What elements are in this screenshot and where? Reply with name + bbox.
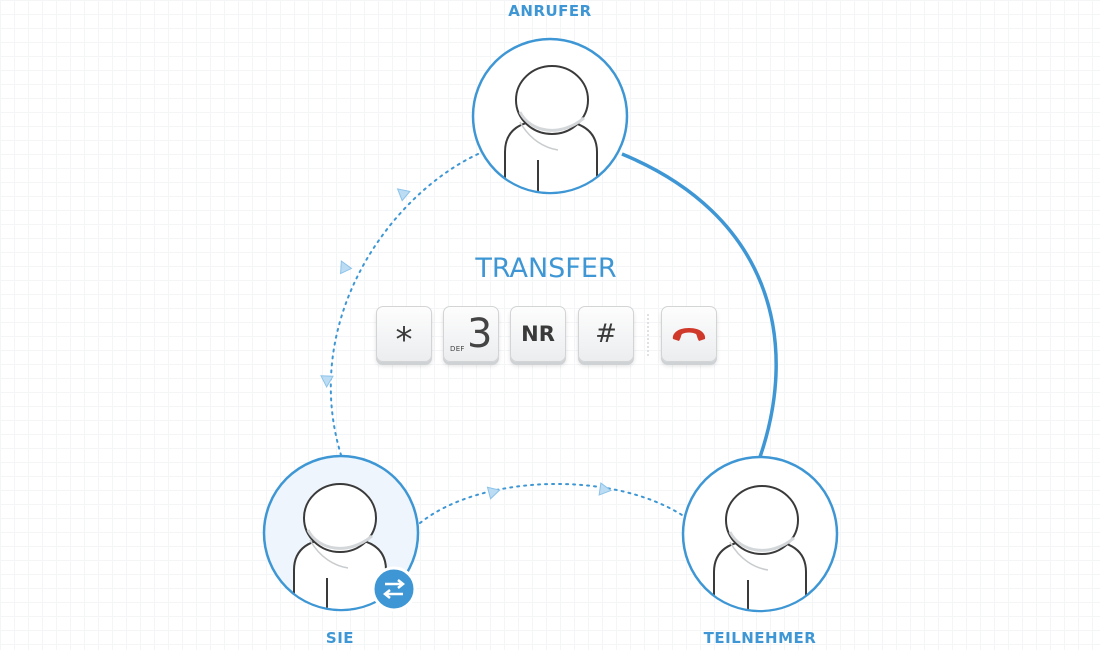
- three-key-sublabel: DEF: [450, 345, 465, 353]
- participant-label: TEILNEHMER: [703, 629, 817, 647]
- arrow-marker-5: [598, 482, 612, 496]
- key-separator: [647, 314, 649, 356]
- connection-caller-you: [329, 153, 479, 456]
- caller-node: [471, 37, 629, 195]
- three-key-label: 3: [467, 311, 493, 357]
- number-key: NR: [510, 306, 566, 362]
- star-key-label: *: [395, 320, 413, 360]
- connection-you-participant: [419, 483, 683, 524]
- number-key-label: NR: [521, 322, 555, 346]
- star-key: *: [376, 306, 432, 362]
- caller-avatar: [504, 65, 598, 192]
- arrow-marker-2: [340, 260, 353, 275]
- caller-label: ANRUFER: [508, 2, 592, 20]
- hash-key-label: #: [595, 319, 617, 349]
- participant-node: [681, 455, 839, 613]
- arrow-marker-4: [486, 486, 501, 500]
- transfer-arrows-icon: [371, 566, 417, 612]
- you-node: [262, 454, 420, 612]
- hash-key: #: [578, 306, 634, 362]
- arrow-marker-3: [320, 375, 334, 389]
- hangup-key: [661, 306, 717, 362]
- diagram-title: TRANSFER: [475, 253, 617, 284]
- three-key: DEF 3: [443, 306, 499, 362]
- you-avatar: [293, 483, 387, 609]
- you-label: SIE: [325, 629, 355, 647]
- connection-caller-participant: [621, 152, 778, 458]
- participant-avatar: [713, 485, 807, 610]
- arrow-marker-1: [396, 188, 411, 202]
- phone-hangup-icon: [672, 328, 706, 341]
